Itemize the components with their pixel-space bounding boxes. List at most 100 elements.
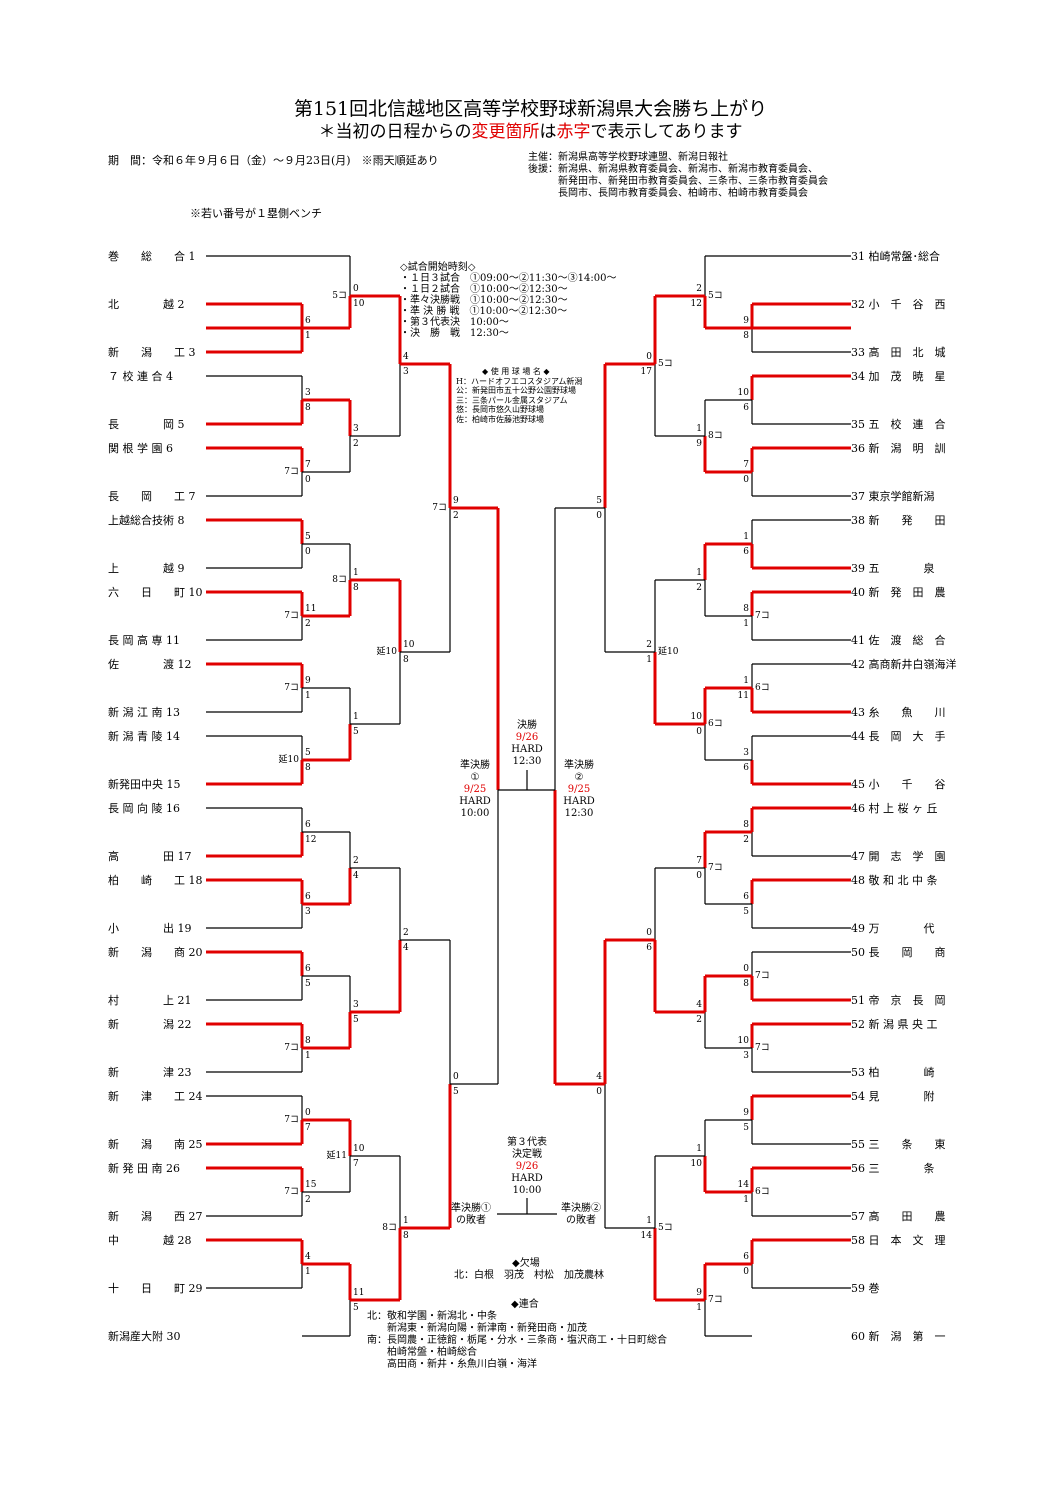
start-times: ◇試合開始時刻◇ ・１日３試合 ①09:00～②11:30～③14:00～ ・１… — [400, 262, 616, 339]
team-name-left: 新 潟 工 3 — [108, 345, 196, 359]
team-name-left: 新 津 工 24 — [108, 1089, 203, 1103]
semi1-venue: HARD — [459, 796, 491, 807]
third-right2: の敗者 — [566, 1215, 596, 1226]
semi1-date: 9/25 — [463, 784, 487, 795]
score-top: 11 — [305, 604, 316, 614]
score-top: 2 — [403, 928, 409, 938]
score-bottom: 7 — [305, 1123, 311, 1133]
score-bottom: 5 — [743, 907, 749, 917]
team-name-left: 中 越 28 — [108, 1233, 192, 1247]
score-bottom: 7 — [353, 1159, 359, 1169]
score-top: 1 — [696, 424, 702, 434]
score-bottom: 5 — [353, 1015, 359, 1025]
team-name-right: 54 見 附 — [851, 1089, 935, 1103]
score-top: 11 — [353, 1288, 364, 1298]
score-top: 1 — [403, 1216, 409, 1226]
score-top: 10 — [738, 388, 750, 398]
third-date: 9/26 — [515, 1161, 539, 1172]
team-name-left: 新潟産大附 30 — [108, 1329, 181, 1343]
score-bottom: 2 — [305, 619, 311, 629]
score-bottom: 6 — [743, 547, 749, 557]
score-bottom: 2 — [353, 439, 359, 449]
score-bottom: 1 — [305, 1051, 311, 1061]
semi1-label: 準決勝 — [460, 760, 490, 771]
score-bottom: 8 — [743, 979, 749, 989]
score-bottom: 14 — [641, 1231, 653, 1241]
venues: ◆ 使 用 球 場 名 ◆ H：ハードオフエコスタジアム新潟 公：新発田市五十公… — [456, 367, 582, 424]
score-top: 4 — [696, 1000, 702, 1010]
score-bottom: 5 — [305, 979, 311, 989]
start-times-line: ・第３代表決 10:00～ — [400, 317, 509, 328]
score-bottom: 0 — [305, 547, 311, 557]
team-name-right: 53 柏 崎 — [851, 1065, 935, 1079]
team-name-left: 新 潟 青 陵 14 — [108, 729, 180, 743]
score-top: 0 — [646, 352, 652, 362]
team-name-left: 新 潟 江 南 13 — [108, 705, 180, 719]
score-bottom: 2 — [696, 583, 702, 593]
score-top: 0 — [453, 1072, 459, 1082]
start-times-line: ・準 決 勝 戦 ①10:00～②12:30～ — [400, 306, 568, 317]
third-time: 10:00 — [512, 1185, 542, 1196]
final-label: 決勝 — [517, 720, 537, 731]
score-top: 0 — [743, 964, 749, 974]
score-note: 6コ — [755, 683, 770, 693]
semi2-venue: HARD — [563, 796, 595, 807]
team-name-left: 新発田中央 15 — [108, 777, 181, 791]
team-name-right: 58 日 本 文 理 — [851, 1233, 946, 1247]
score-note: 7コ — [284, 611, 299, 621]
team-name-right: 60 新 潟 第 一 — [851, 1329, 946, 1343]
organizers: 主催：新潟県高等学校野球連盟、新潟日報社 後援：新潟県、新潟県教育委員会、新潟市… — [528, 152, 828, 200]
venue-line: H：ハードオフエコスタジアム新潟 — [456, 376, 583, 386]
score-note: 5コ — [708, 291, 723, 301]
score-note: 6コ — [708, 719, 723, 729]
score-note: 7コ — [755, 1043, 770, 1053]
score-bottom: 8 — [305, 763, 311, 773]
semi1-time: 10:00 — [460, 808, 490, 819]
score-bottom: 8 — [743, 331, 749, 341]
score-top: 10 — [403, 640, 415, 650]
team-name-right: 49 万 代 — [851, 922, 935, 935]
team-name-right: 48 敬 和 北 中 条 — [851, 873, 937, 887]
score-note: 6コ — [755, 1187, 770, 1197]
combined-line: 南：長岡農・正徳館・栃尾・分水・三条商・塩沢商工・十日町総合 — [367, 1335, 667, 1346]
venue-line: 公：新発田市五十公野公園野球場 — [456, 386, 576, 395]
score-top: 9 — [743, 316, 749, 326]
score-top: 6 — [305, 820, 311, 830]
score-bottom: 2 — [453, 511, 459, 521]
score-note: 7コ — [708, 863, 723, 873]
team-name-right: 45 小 千 谷 — [851, 778, 946, 791]
score-note: 7コ — [284, 683, 299, 693]
score-top: 3 — [353, 424, 359, 434]
score-bottom: 1 — [305, 691, 311, 701]
organizers-line1: 主催：新潟県高等学校野球連盟、新潟日報社 — [528, 152, 728, 163]
team-name-right: 34 加 茂 暁 星 — [851, 369, 946, 383]
score-bottom: 5 — [453, 1087, 459, 1097]
score-bottom: 0 — [696, 727, 702, 737]
team-name-left: 新 潟 西 27 — [108, 1209, 203, 1223]
start-times-line: ・１日２試合 ①10:00～②12:30～ — [400, 284, 568, 295]
score-top: 6 — [743, 1252, 749, 1262]
team-name-right: 42 高商新井白嶺海洋 — [851, 657, 957, 671]
score-note: 7コ — [284, 1187, 299, 1197]
team-name-left: 新 潟 22 — [108, 1017, 192, 1031]
score-top: 10 — [691, 712, 703, 722]
start-times-line: ・１日３試合 ①09:00～②11:30～③14:00～ — [400, 273, 617, 284]
team-name-right: 40 新 発 田 農 — [851, 585, 946, 599]
semi1-num: ① — [470, 772, 480, 783]
page-title: 第151回北信越地区高等学校野球新潟県大会勝ち上がり — [293, 98, 768, 120]
team-name-left: 長 岡 5 — [108, 418, 185, 431]
score-top: 1 — [646, 1216, 652, 1226]
semi1-info: 準決勝 ① 9/25 HARD 10:00 — [444, 760, 506, 820]
score-top: 6 — [743, 892, 749, 902]
score-bottom: 2 — [696, 1015, 702, 1025]
score-bottom: 9 — [696, 439, 702, 449]
score-top: 1 — [696, 568, 702, 578]
team-name-left: 上越総合技術 8 — [108, 513, 185, 527]
score-note: 8コ — [708, 431, 723, 441]
score-top: 1 — [743, 532, 749, 542]
score-top: 5 — [305, 532, 311, 542]
organizers-line2: 後援：新潟県、新潟県教育委員会、新潟市、新潟市教育委員会、 — [528, 164, 818, 175]
score-bottom: 8 — [305, 403, 311, 413]
organizers-line3: 新発田市、新発田市教育委員会、三条市、三条市教育委員会 — [558, 176, 828, 187]
score-bottom: 4 — [403, 943, 409, 953]
